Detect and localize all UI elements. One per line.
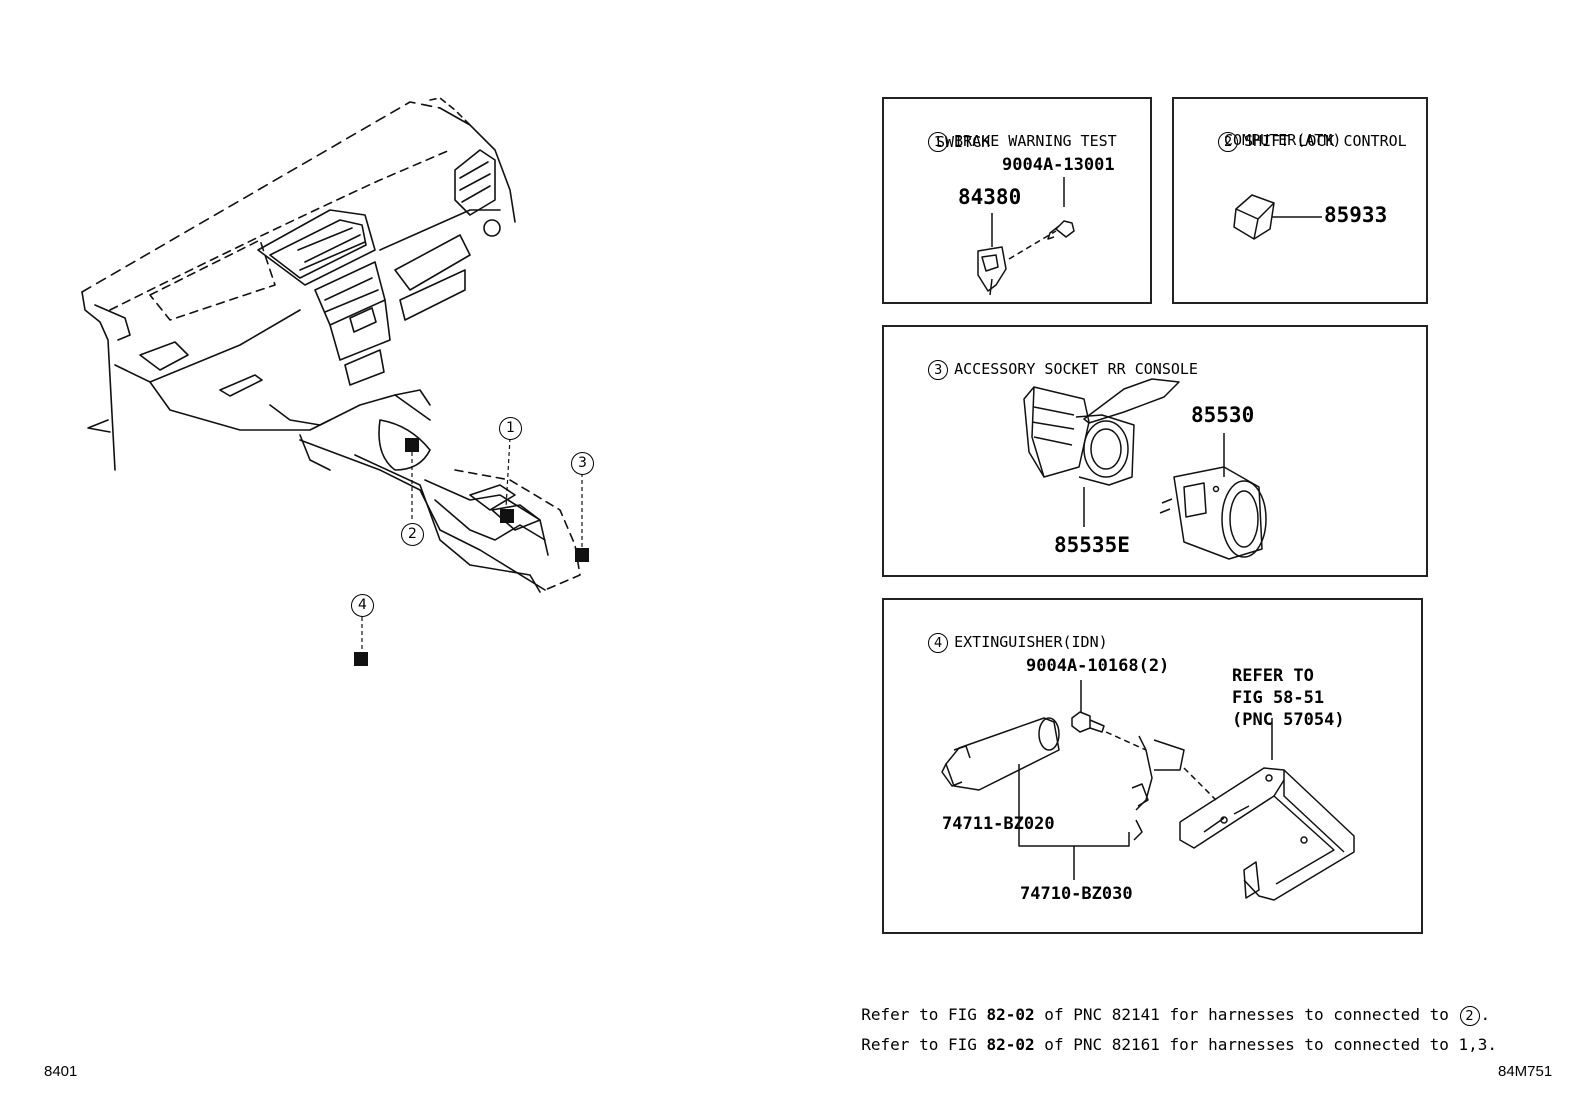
location-marker-2 [405,438,419,452]
shift-lock-computer-drawing [1233,194,1322,240]
harness-note-2: Refer to FIG 82-02 of PNC 82161 for harn… [861,1035,1498,1054]
note-target-circle: 2 [1459,1005,1480,1026]
callout-2: 2 [401,523,424,546]
part-number-85933: 85933 [1324,203,1388,227]
part-number-74710-bz030: 74710-BZ030 [1020,884,1133,904]
refer-line-3: (PNC 57054) [1232,710,1345,730]
dashboard-overview-illustration [81,97,583,653]
location-marker-4 [354,652,368,666]
callout-4: 4 [351,594,374,617]
box-number: 4 [928,632,949,653]
part-number-74711-bz020: 74711-BZ020 [942,814,1055,834]
part-number-9004a-10168: 9004A-10168(2) [1026,656,1170,676]
box-title-line2: COMPUTER(ATM) [1224,131,1342,149]
box-number: 1 [928,131,949,152]
footer-right-code: 84M751 [1498,1063,1553,1080]
box-title-line2: SWITCH [936,133,991,151]
extinguisher-drawing [941,680,1355,901]
note-targets: 1,3 [1458,1035,1488,1054]
location-marker-3 [575,548,589,562]
part-number-84380: 84380 [958,185,1022,209]
part-number-9004a-13001: 9004A-13001 [1002,155,1115,175]
refer-line-1: REFER TO [1232,666,1314,686]
callout-1: 1 [499,417,522,440]
footer-left-code: 8401 [44,1063,78,1080]
part-number-85530: 85530 [1191,403,1255,427]
harness-note-1: Refer to FIG 82-02 of PNC 82141 for harn… [861,1005,1491,1026]
part-number-85535e: 85535E [1054,533,1130,557]
refer-line-2: FIG 58-51 [1232,688,1325,708]
location-marker-1 [500,509,514,523]
brake-switch-drawing [977,177,1075,296]
accessory-socket-drawing [1023,378,1267,560]
callout-3: 3 [571,452,594,475]
box-number: 3 [928,359,949,380]
box-number: 2 [1218,131,1239,152]
